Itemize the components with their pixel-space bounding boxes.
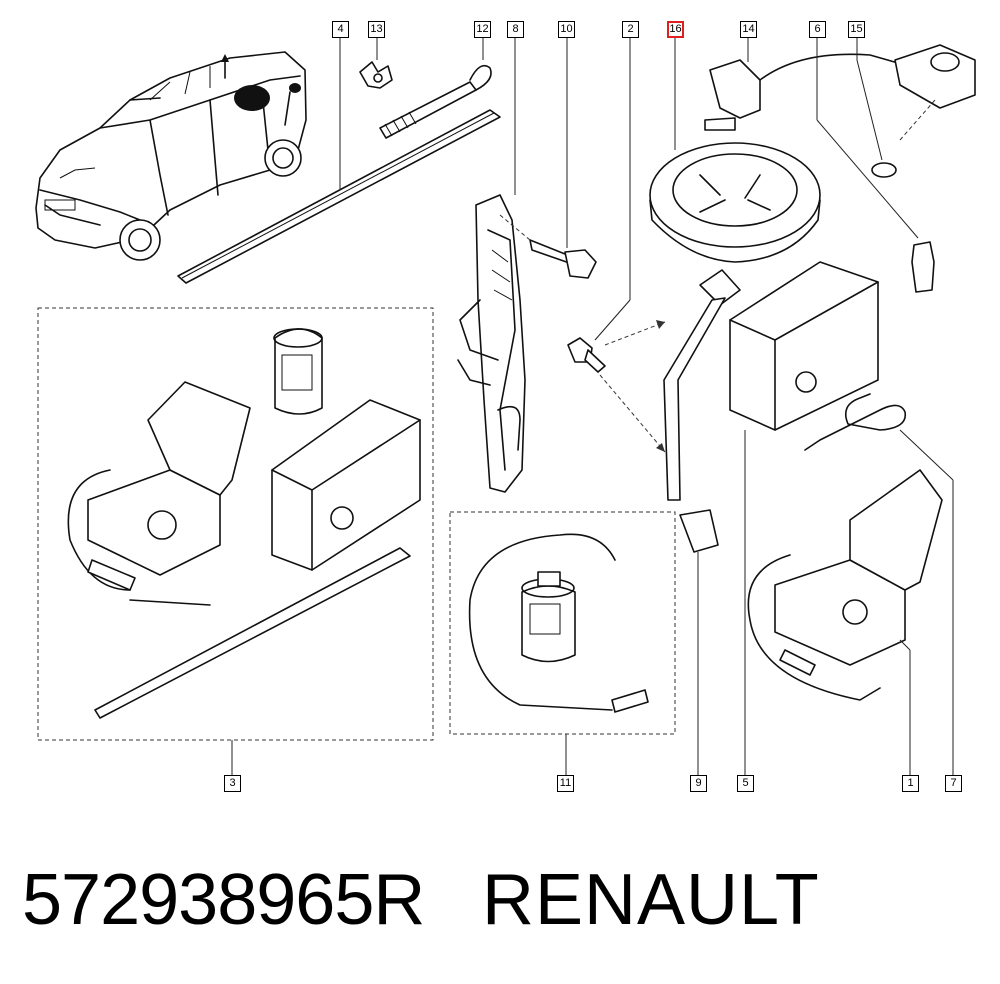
wheel-brace-9	[663, 269, 741, 775]
kit-group-3	[37, 307, 434, 775]
callout-12: 12	[474, 21, 491, 38]
hook-7	[804, 393, 954, 775]
callout-1: 1	[902, 775, 919, 792]
kit-group-11	[449, 511, 676, 775]
callout-6: 6	[809, 21, 826, 38]
label-strip-4	[177, 35, 501, 284]
callout-5: 5	[737, 775, 754, 792]
vehicle-illustration	[35, 51, 307, 261]
callout-3: 3	[224, 775, 241, 792]
wing-nut-13	[359, 35, 393, 89]
callout-16-highlighted: 16	[667, 21, 684, 38]
bracket-14	[704, 35, 906, 131]
car-jack-8	[457, 35, 526, 493]
callout-14: 14	[740, 21, 757, 38]
callout-9: 9	[690, 775, 707, 792]
callout-11: 11	[557, 775, 574, 792]
winch-15	[856, 35, 976, 178]
storage-box-5	[729, 261, 879, 775]
part-number: 572938965R	[22, 860, 425, 940]
bolt-10	[499, 35, 597, 279]
pin-6	[816, 35, 935, 293]
callout-15: 15	[848, 21, 865, 38]
callout-8: 8	[507, 21, 524, 38]
callout-2: 2	[622, 21, 639, 38]
bolt-2	[567, 35, 666, 453]
brand-name: RENAULT	[482, 860, 820, 940]
repair-kit-1	[747, 469, 943, 775]
callout-13: 13	[368, 21, 385, 38]
callout-7: 7	[945, 775, 962, 792]
callout-4: 4	[332, 21, 349, 38]
tow-hook-rod-12	[379, 35, 492, 139]
spare-wheel-carrier-16	[649, 35, 821, 263]
callout-10: 10	[558, 21, 575, 38]
